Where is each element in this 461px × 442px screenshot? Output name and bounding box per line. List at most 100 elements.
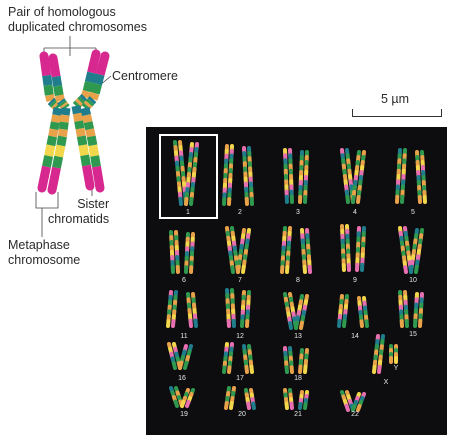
chromosome-22-homolog-a-band [344, 403, 350, 412]
right-homolog-chromatid-b-band [88, 144, 100, 157]
chromosome-7-homolog-a-band [230, 265, 235, 274]
chromosome-11-homolog-b-band [193, 318, 198, 328]
chromosome-19-homolog-b [180, 388, 195, 408]
chromosome-17-homolog-b [242, 344, 254, 374]
chromosome-3-homolog-b [298, 150, 309, 204]
chromosome-13-homolog-b [294, 294, 309, 330]
left-homolog-chromatid-b-band [58, 99, 67, 108]
chromosome-10-homolog-a [398, 226, 413, 274]
chromosome-14-homolog-a-band [342, 319, 347, 328]
left-homolog-chromatid-b-band [53, 85, 64, 97]
left-homolog-chromatid-b-band [58, 121, 69, 130]
left-homolog-chromatid-a-band [37, 172, 49, 193]
chromosome-x-band [372, 364, 377, 374]
chromosome-number-2: 2 [238, 209, 242, 216]
chromosome-number-10: 10 [409, 277, 417, 284]
chromosome-21-homolog-a-band [284, 401, 289, 410]
chromosome-18-homolog-b-band [303, 364, 308, 374]
chromosome-11-homolog-a [166, 290, 178, 328]
chromosome-7-homolog-b-band [241, 264, 246, 274]
chromosome-number-15: 15 [409, 331, 417, 338]
chromosome-4-homolog-b-band [351, 195, 356, 204]
left-homolog-chromatid-a-band [42, 74, 53, 86]
left-homolog-chromatid-a-band [51, 101, 60, 110]
right-homolog-chromatid-a-band [84, 71, 96, 84]
chromosome-16-homolog-b-band [183, 360, 189, 370]
chromosome-16-homolog-b [178, 344, 193, 370]
chromosome-14-homolog-a-band [337, 319, 342, 328]
left-homolog-chromatid-b-band [61, 103, 70, 111]
left-homolog-chromatid-b-band [47, 174, 59, 195]
left-homolog-chromatid-b-band [54, 94, 66, 103]
chromosome-number-16: 16 [178, 375, 186, 382]
right-homolog-chromatid-b-band [93, 73, 105, 86]
chromosome-number-9: 9 [353, 277, 357, 284]
chromosome-17-homolog-a [222, 342, 234, 374]
chromosome-19-homolog-a-band [173, 399, 179, 408]
metaphase-label-line1: Metaphase [8, 238, 70, 252]
sister-label-line2: chromatids [48, 212, 110, 226]
chromosome-3-homolog-a [283, 148, 294, 204]
chromosome-4-homolog-a-band [345, 194, 350, 204]
sister-chromatids-label: Sister chromatids [48, 197, 109, 227]
chromosome-number-4: 4 [353, 209, 357, 216]
chromosome-number-3: 3 [296, 209, 300, 216]
chromosome-17-homolog-a-band [227, 365, 232, 374]
chromosome-y [389, 344, 398, 364]
chromosome-7-homolog-a [225, 226, 240, 274]
chromosome-number-18: 18 [294, 375, 302, 382]
chromosome-4-homolog-b-band [356, 195, 361, 204]
left-homolog-chromatid-b-band [57, 98, 66, 106]
right-homolog-chromatid-b-band [88, 91, 100, 101]
chromosome-19-homolog-b-band [180, 400, 186, 408]
chromosome-21-homolog-a [283, 388, 294, 410]
chromosome-10-homolog-a-band [403, 265, 408, 274]
left-homolog-chromatid-a-band [43, 84, 54, 96]
right-homolog-chromatid-a-band [75, 127, 86, 138]
right-homolog-chromatid-a-band [74, 120, 85, 130]
chromosome-16-homolog-a [167, 342, 182, 370]
right-homolog-chromatid-b-band [93, 172, 105, 193]
left-homolog-chromatid-a-band [40, 65, 52, 77]
right-homolog-chromatid-b-band [80, 107, 91, 117]
chromosome-15-homolog-b [413, 292, 424, 328]
chromosome-9-homolog-a [340, 224, 351, 272]
scale-label: 5 µm [381, 92, 410, 106]
chromosome-13-homolog-b-band [294, 320, 299, 330]
chromosome-5-homolog-b [415, 150, 427, 204]
chromosome-20-homolog-b-band [251, 401, 256, 410]
chromosome-label-y: Y [394, 365, 399, 372]
chromosome-4-homolog-b [351, 150, 366, 204]
chromosome-20-homolog-b-band [246, 401, 251, 410]
chromosome-4-homolog-a [340, 148, 355, 204]
right-homolog-chromatid-b-band [95, 64, 107, 76]
chromosome-21-homolog-b-band [303, 402, 308, 410]
chromosome-5-homolog-a [395, 148, 407, 204]
chromosome-1-homolog-b [184, 142, 199, 206]
left-homolog-chromatid-a-band [49, 121, 60, 131]
right-homolog-chromatid-b-band [85, 98, 95, 107]
right-homolog-chromatid-a-band [75, 98, 84, 107]
chromosome-16-homolog-b-band [178, 360, 184, 370]
left-homolog-chromatid-b-band [60, 107, 71, 116]
right-homolog-chromatid-a-band [79, 93, 89, 103]
chromosome-2-homolog-a [222, 144, 234, 206]
chromosome-number-5: 5 [411, 209, 415, 216]
right-homolog-chromatid-a-band [72, 112, 84, 122]
sister-label-line1: Sister [77, 197, 110, 211]
chromosome-x [372, 334, 385, 374]
left-homolog-chromatid-a-band [46, 135, 58, 147]
right-homolog-chromatid-a-band [78, 144, 90, 157]
chromosome-2-homolog-b [242, 146, 254, 206]
chromosome-12-homolog-a [225, 288, 236, 328]
chromosome-12-homolog-b [240, 290, 251, 328]
right-homolog-chromatid-a-band [89, 49, 101, 68]
right-homolog-chromatid-b-band [83, 121, 95, 131]
chromosome-11-homolog-b-band [188, 318, 193, 328]
chromosome-20-homolog-a-band [224, 401, 229, 410]
chromosome-x-band [377, 364, 382, 374]
right-homolog-chromatid-a-band [80, 89, 92, 99]
chromosome-18-homolog-b-band [298, 364, 303, 374]
chromosome-20-homolog-b [244, 388, 256, 410]
